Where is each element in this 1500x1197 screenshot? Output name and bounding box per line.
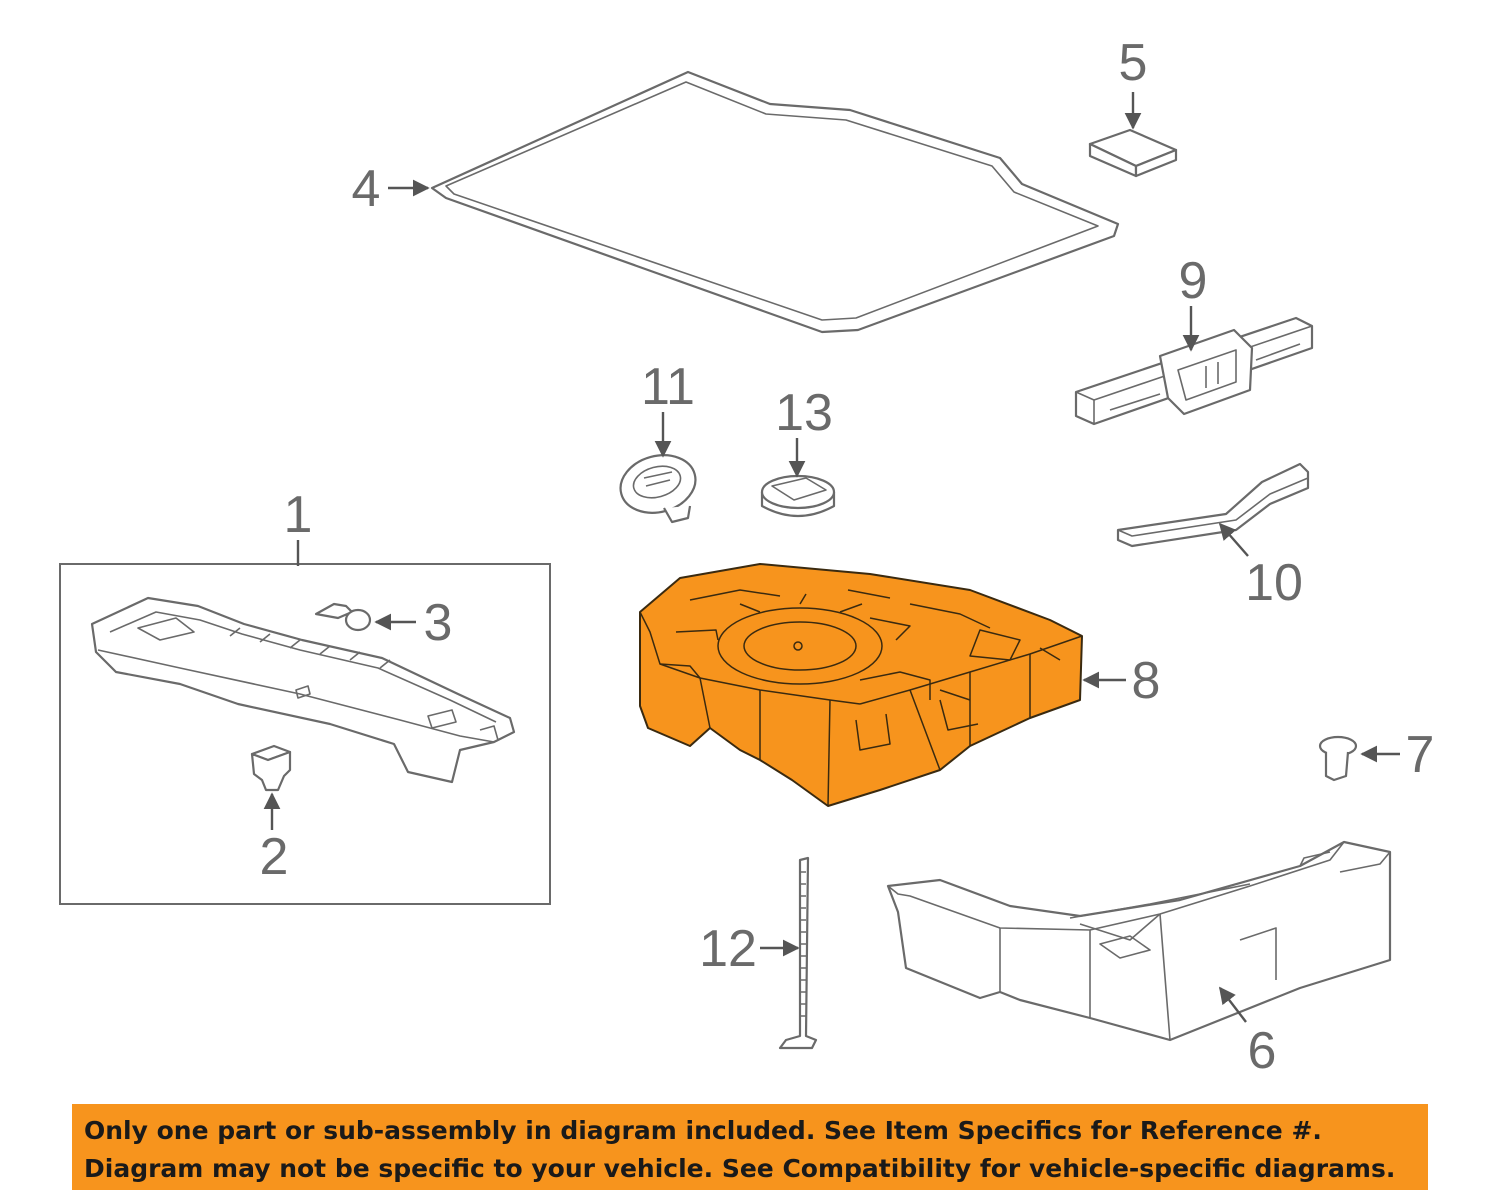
part-2-clip[interactable] xyxy=(250,744,292,792)
callout-leaders xyxy=(263,92,1400,1023)
part-3-striker[interactable] xyxy=(314,602,372,632)
part-6-storage-tray[interactable] xyxy=(886,840,1392,1042)
callout-8: 8 xyxy=(1132,652,1161,710)
callout-4: 4 xyxy=(352,160,381,218)
callout-6: 6 xyxy=(1248,1022,1277,1080)
callout-13: 13 xyxy=(775,384,833,442)
part-11-grommet[interactable] xyxy=(614,447,702,524)
callout-3: 3 xyxy=(424,594,453,652)
callout-11: 11 xyxy=(641,358,695,416)
part-1-rear-trim-panel[interactable] xyxy=(90,596,516,784)
part-1-group-frame xyxy=(59,563,551,905)
callout-9: 9 xyxy=(1179,252,1208,310)
part-8-spare-tire-tray[interactable] xyxy=(639,563,1083,807)
part-10-jack-handle[interactable] xyxy=(1116,462,1310,548)
part-4-cargo-mat[interactable] xyxy=(430,70,1120,334)
callout-5: 5 xyxy=(1119,34,1148,92)
callout-10: 10 xyxy=(1245,554,1303,612)
part-9-jack[interactable] xyxy=(1074,316,1314,426)
part-5-pad[interactable] xyxy=(1088,128,1178,178)
part-7-push-pin[interactable] xyxy=(1318,735,1358,782)
callout-12: 12 xyxy=(699,920,757,978)
disclaimer-banner: Only one part or sub-assembly in diagram… xyxy=(72,1104,1428,1190)
disclaimer-line-1: Only one part or sub-assembly in diagram… xyxy=(84,1116,1322,1145)
callout-2: 2 xyxy=(260,828,289,886)
part-13-knob[interactable] xyxy=(760,474,836,517)
callout-1: 1 xyxy=(284,486,313,544)
disclaimer-line-2: Diagram may not be specific to your vehi… xyxy=(84,1154,1396,1183)
callout-7: 7 xyxy=(1406,726,1435,784)
part-12-cable-tie[interactable] xyxy=(778,856,818,1050)
